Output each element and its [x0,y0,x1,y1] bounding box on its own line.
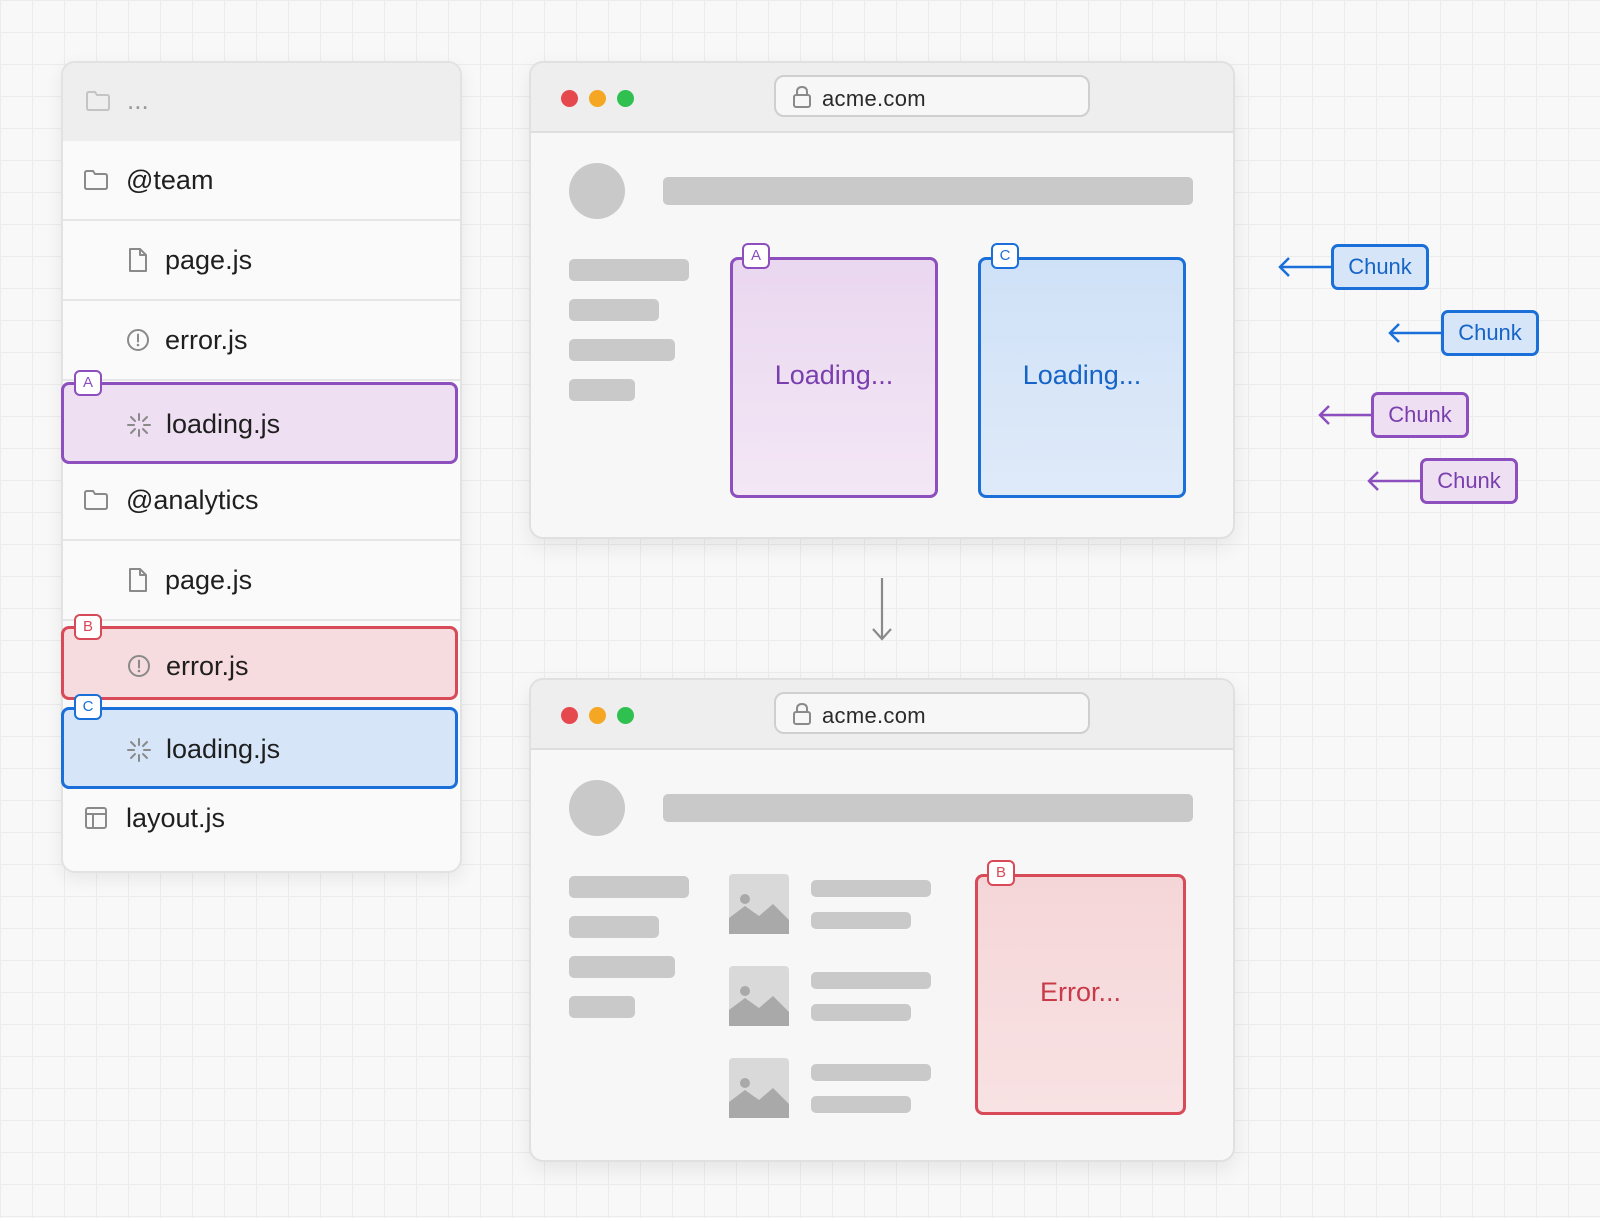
address-bar[interactable]: acme.com [774,75,1090,117]
content-skeleton-bar [811,1064,931,1081]
sidebar-skeleton-bar [569,379,635,401]
browser-window-error: acme.com Error... [529,678,1235,1162]
folder-icon [84,490,108,510]
chunk-box-blue: Chunk [1441,310,1539,356]
tree-row-team-loading[interactable]: loading.js [61,382,458,464]
address-bar-url: acme.com [822,86,926,111]
tree-row-team[interactable]: @team [63,141,460,221]
minimize-window-dot[interactable] [589,90,606,107]
lock-icon [793,702,811,725]
analytics-loading-panel: Loading... [978,257,1186,498]
address-bar[interactable]: acme.com [774,692,1090,734]
content-skeleton-bar [811,880,931,897]
browser-window-loading: acme.com Loading... Loading... [529,61,1235,539]
header-skeleton-bar [663,177,1193,205]
badge-a: A [742,243,770,269]
sidebar-skeleton-bar [569,996,635,1018]
chunk-box-purple: Chunk [1420,458,1518,504]
analytics-error-text: Error... [1039,977,1121,1007]
minimize-window-dot[interactable] [589,707,606,724]
arrow-left-icon [1388,323,1441,343]
tree-row-label: page.js [165,245,253,275]
content-skeleton-bar [811,1004,911,1021]
analytics-loading-text: Loading... [1022,360,1142,390]
sidebar-skeleton-bar [569,339,675,361]
browser-title-bar: acme.com [531,63,1233,133]
sidebar-skeleton-bar [569,299,659,321]
badge-a: A [74,370,102,396]
chunk-box-purple: Chunk [1371,392,1469,438]
file-icon [129,568,147,592]
tree-row-label: error.js [165,325,248,355]
avatar-placeholder [569,163,625,219]
arrow-left-icon [1278,257,1331,277]
alert-circle-icon [128,655,150,677]
spinner-icon [127,413,151,437]
browser-title-bar: acme.com [531,680,1233,750]
content-skeleton-bar [811,912,911,929]
chunk-box-blue: Chunk [1331,244,1429,290]
badge-b: B [74,614,102,640]
tree-row-label: @analytics [126,485,259,515]
content-skeleton-bar [811,1096,911,1113]
sidebar-skeleton-bar [569,916,659,938]
layout-icon [85,807,107,829]
badge-c: C [74,694,102,720]
tree-row-analytics[interactable]: @analytics [63,461,460,541]
sidebar-skeleton-bar [569,259,689,281]
tree-root-ellipsis: ... [127,85,149,115]
team-loading-text: Loading... [774,360,894,390]
maximize-window-dot[interactable] [617,90,634,107]
file-tree-header: ... [63,63,460,143]
image-placeholder-icon [729,1058,789,1118]
badge-c: C [991,243,1019,269]
tree-row-analytics-loading[interactable]: loading.js [61,707,458,789]
file-tree-panel: ... @team page.js error.js @analytics [61,61,462,873]
alert-circle-icon [127,329,149,351]
arrow-left-icon [1367,471,1420,491]
tree-row-layout[interactable]: layout.js [63,779,460,859]
tree-row-label: layout.js [126,803,226,833]
tree-row-label: page.js [165,565,253,595]
image-placeholder-icon [729,874,789,934]
tree-row-label: error.js [166,651,249,681]
team-loading-panel: Loading... [730,257,938,498]
close-window-dot[interactable] [561,707,578,724]
close-window-dot[interactable] [561,90,578,107]
spinner-icon [127,738,151,762]
tree-row-analytics-page[interactable]: page.js [63,541,460,621]
badge-b: B [987,860,1015,886]
tree-row-label: loading.js [166,734,281,764]
avatar-placeholder [569,780,625,836]
header-skeleton-bar [663,794,1193,822]
folder-icon [84,170,108,190]
maximize-window-dot[interactable] [617,707,634,724]
image-placeholder-icon [729,966,789,1026]
content-skeleton-bar [811,972,931,989]
arrow-left-icon [1318,405,1371,425]
file-icon [129,248,147,272]
analytics-error-panel: Error... [975,874,1186,1115]
sidebar-skeleton-bar [569,956,675,978]
tree-row-team-error[interactable]: error.js [63,301,460,381]
folder-icon [86,91,110,111]
tree-row-label: loading.js [166,409,281,439]
address-bar-url: acme.com [822,703,926,728]
lock-icon [793,85,811,108]
tree-row-label: @team [126,165,214,195]
tree-row-team-page[interactable]: page.js [63,221,460,301]
sidebar-skeleton-bar [569,876,689,898]
arrow-down-icon [872,578,892,641]
tree-row-analytics-error[interactable]: error.js [61,626,458,700]
